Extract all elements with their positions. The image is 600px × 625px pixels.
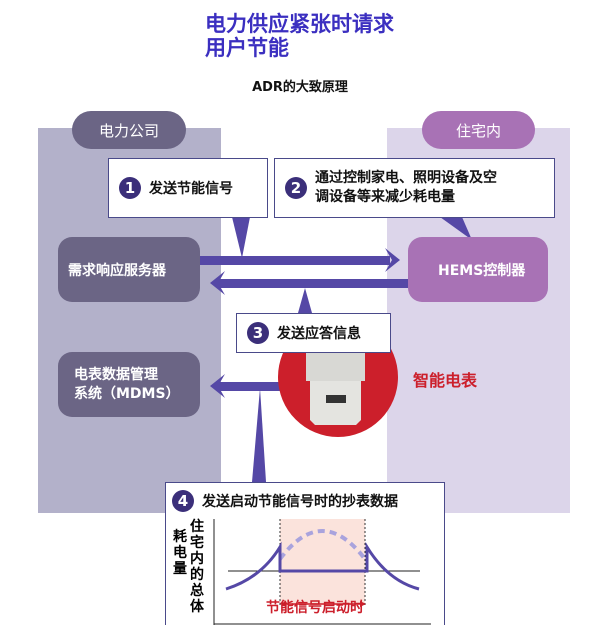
- step-3-callout: 3 发送应答信息: [236, 313, 391, 353]
- step-text: 通过控制家电、照明设备及空调设备等来减少耗电量: [315, 170, 497, 205]
- callout-pointer-2: [440, 217, 472, 240]
- expected-curve: [278, 529, 367, 561]
- y-axis-label-household: 住宅内的总体: [190, 519, 204, 615]
- saving-period-area: [280, 519, 365, 605]
- step-number-badge: 3: [247, 322, 269, 344]
- callout-pointer-1: [232, 217, 250, 258]
- page-title: 电力供应紧张时请求用户节能: [205, 12, 394, 60]
- step-2-callout: 2 通过控制家电、照明设备及空调设备等来减少耗电量: [274, 158, 555, 218]
- y-axis-label-consumption: 耗电量: [173, 529, 187, 577]
- arrow-head-left: [210, 271, 225, 295]
- step-text: 发送启动节能信号时的抄表数据: [202, 494, 398, 510]
- arrow-to-server: [218, 279, 408, 288]
- step-4-panel: 4 发送启动节能信号时的抄表数据 耗电量 住宅内的总体 节能信号启动时: [165, 482, 445, 625]
- saving-period-label: 节能信号启动时: [266, 600, 364, 616]
- diagram-subtitle: ADR的大致原理: [252, 80, 348, 95]
- step-1-callout: 1 发送节能信号: [108, 158, 268, 218]
- hems-controller: HEMS控制器: [408, 237, 548, 302]
- home-label: 住宅内: [422, 111, 535, 149]
- callout-pointer-3: [298, 288, 312, 313]
- step-number-badge: 2: [285, 177, 307, 199]
- mdms-system: 电表数据管理系统（MDMS）: [58, 352, 200, 417]
- actual-curve: [225, 541, 420, 591]
- step-number-badge: 4: [172, 490, 194, 512]
- step-text: 发送应答信息: [277, 326, 361, 342]
- step-number-badge: 1: [119, 177, 141, 199]
- arrow-to-mdms: [218, 382, 280, 391]
- callout-pointer-4: [252, 388, 266, 482]
- utility-label: 电力公司: [72, 111, 186, 149]
- smart-meter-label: 智能电表: [413, 371, 478, 390]
- step-text: 发送节能信号: [149, 181, 233, 197]
- arrow-head-left-mdms: [210, 374, 225, 398]
- arrow-to-hems: [200, 256, 390, 265]
- demand-response-server: 需求响应服务器: [58, 237, 200, 302]
- arrow-head-right: [385, 248, 400, 272]
